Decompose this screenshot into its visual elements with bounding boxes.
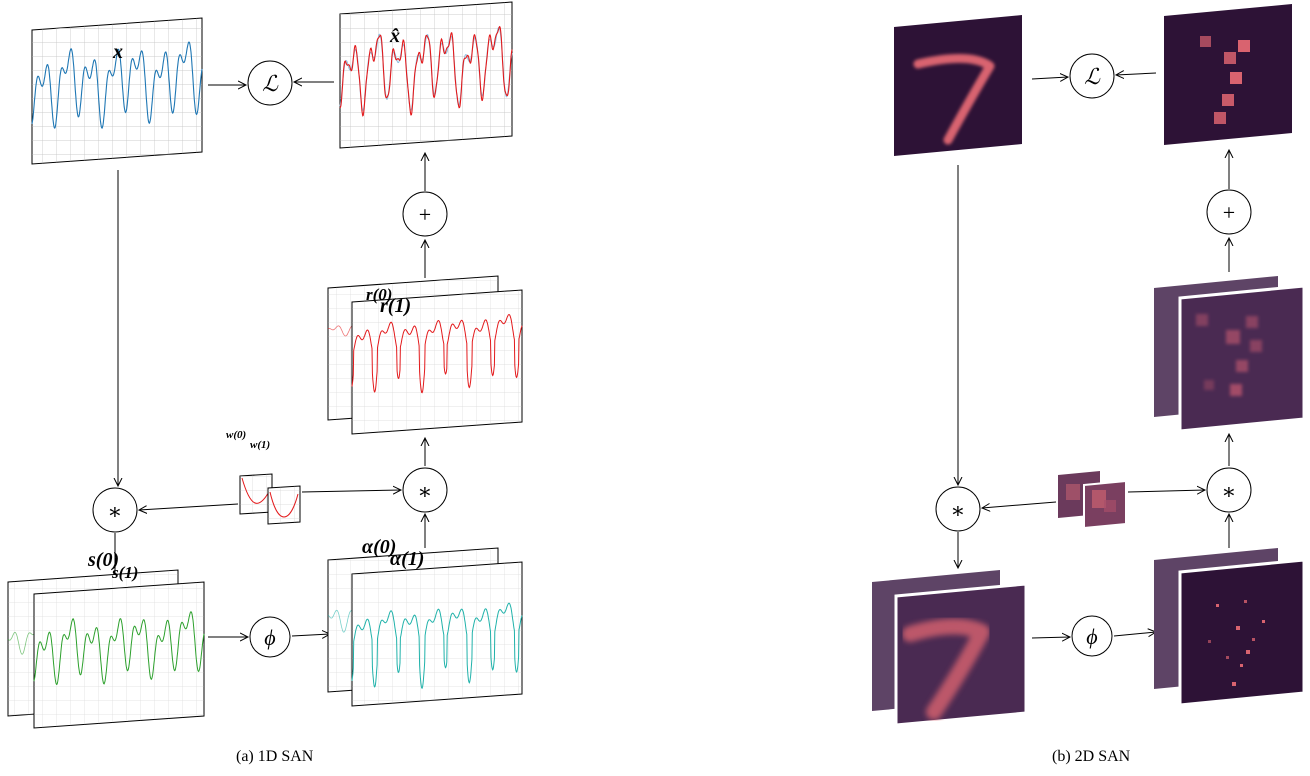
kernel-image-stack <box>1058 471 1127 530</box>
conv-symbol-right-2d: ∗ <box>1222 479 1237 504</box>
caption-1d-san: (a) 1D SAN <box>236 748 314 765</box>
activation-image-stack <box>1154 548 1306 707</box>
reconstructed-image <box>1164 4 1292 145</box>
loss-symbol: ℒ <box>262 71 279 96</box>
x-hat-label: x̂ <box>389 25 400 47</box>
arrow-kernel-to-left-conv <box>139 503 239 510</box>
arrow-kernel-to-left-conv-2d <box>982 501 1057 508</box>
s0-label: s(0) <box>87 549 119 571</box>
similarity-stack: s(0) s(1) <box>7 549 205 729</box>
conv-symbol-right: ∗ <box>418 479 433 504</box>
loss-node: ℒ <box>247 60 293 106</box>
similarity-image-stack <box>872 570 1028 727</box>
kernel-stack: w(0) w(1) <box>226 429 301 525</box>
s1-label: s(1) <box>111 563 138 582</box>
residual-image-stack <box>1154 276 1306 433</box>
input-signal-plot: x <box>31 17 203 165</box>
r0-label: r(0) <box>366 285 392 304</box>
sum-node: + <box>402 191 448 237</box>
residual-stack: r(0) r(1) <box>327 275 523 435</box>
conv-node-right-2d: ∗ <box>1206 467 1252 513</box>
loss-node-2d: ℒ <box>1069 53 1115 99</box>
reconstruction-plot: x̂ <box>339 1 513 149</box>
arrow-recon-to-loss-2d <box>1116 73 1157 75</box>
conv-symbol-left-2d: ∗ <box>951 498 966 523</box>
arrow-input-to-loss-2d <box>1031 77 1068 79</box>
conv-node-left-2d: ∗ <box>935 486 981 532</box>
phi-node-2d: ϕ <box>1071 615 1113 657</box>
a1-label: α(1) <box>390 548 424 570</box>
arrow-kernel-to-right-conv-2d <box>1127 490 1205 492</box>
conv-symbol-left: ∗ <box>108 499 123 524</box>
panel-2d-san: ℒ + ∗ <box>872 4 1306 727</box>
panel-1d-san: x x̂ ℒ + <box>7 1 523 729</box>
phi-symbol: ϕ <box>264 625 275 650</box>
activation-stack: α(0) α(1) <box>327 536 523 707</box>
arrow-similarity-to-phi-2d <box>1031 637 1070 638</box>
a0-label: α(0) <box>362 536 396 558</box>
plus-symbol-2d: + <box>1223 200 1235 225</box>
conv-node-right: ∗ <box>402 467 448 513</box>
loss-symbol-2d: ℒ <box>1084 64 1101 89</box>
arrow-phi-to-activations <box>291 634 330 636</box>
phi-node-1d: ϕ <box>249 616 291 658</box>
w1-label: w(1) <box>250 439 270 451</box>
input-image <box>894 15 1022 156</box>
r1-label: r(1) <box>380 295 411 317</box>
caption-2d-san: (b) 2D SAN <box>1052 748 1131 765</box>
sum-node-2d: + <box>1206 189 1252 235</box>
x-label: x <box>112 41 123 63</box>
arrow-kernel-to-right-conv <box>301 490 401 492</box>
plus-symbol: + <box>419 202 431 227</box>
arrow-phi-to-activations-2d <box>1113 632 1156 636</box>
phi-symbol-2d: ϕ <box>1086 624 1097 649</box>
conv-node-left: ∗ <box>92 487 138 533</box>
w0-label: w(0) <box>226 429 246 441</box>
